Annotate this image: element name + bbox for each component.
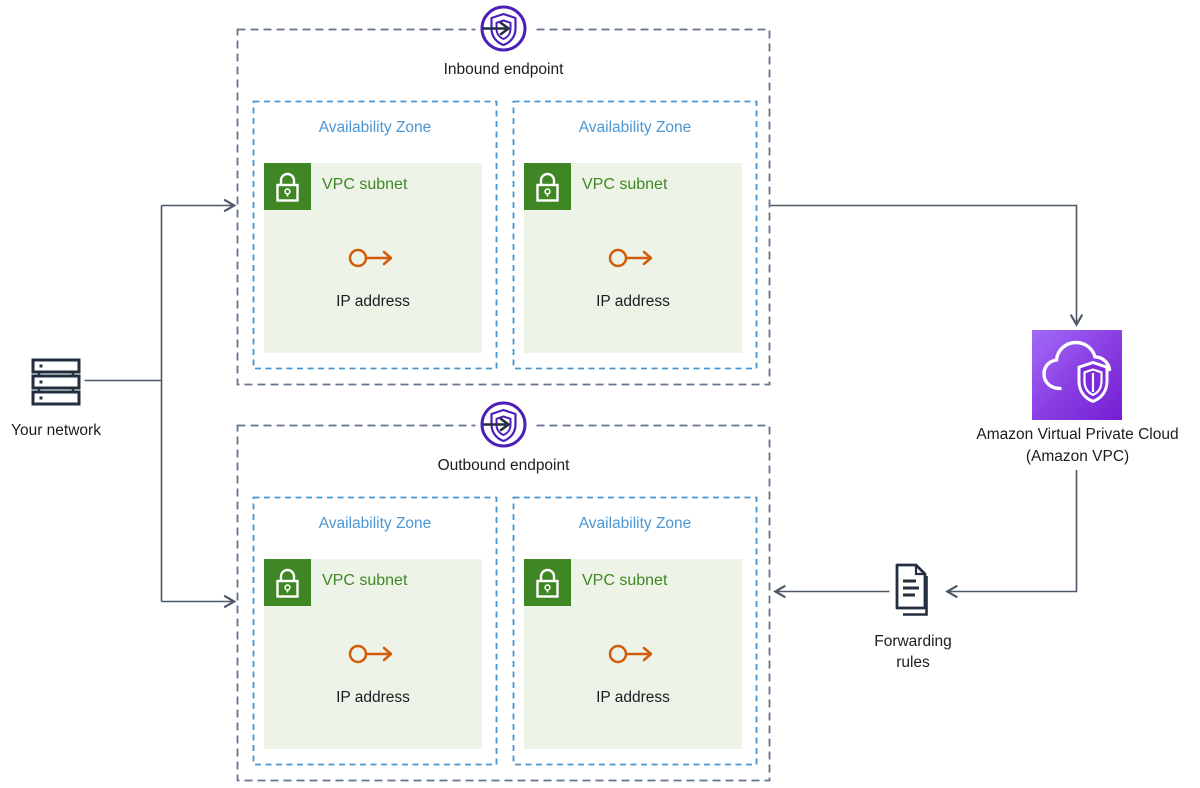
ip-address-label: IP address (596, 689, 670, 706)
vpc-subnet: VPC subnet IP address (524, 163, 742, 353)
ip-address-icon (608, 247, 658, 269)
vpc-subnet: VPC subnet IP address (264, 559, 482, 749)
inbound-endpoint-group: Inbound endpoint Availability Zone VPC s… (237, 0, 770, 385)
ip-address-icon (348, 247, 398, 269)
your-network-server-icon (28, 351, 84, 407)
inbound-az1-border (252, 100, 498, 370)
forwarding-rules-label-line1: Forwarding (874, 633, 952, 650)
your-network-label: Your network (11, 422, 101, 439)
connector-vpc-to-forwarding-arrow (945, 470, 1078, 599)
availability-zone-label: Availability Zone (578, 515, 692, 532)
forwarding-rules-label: Forwarding rules (863, 631, 963, 673)
subnet-lock-icon (264, 559, 311, 606)
forwarding-rules-document-icon (889, 560, 935, 622)
ip-address-label: IP address (336, 293, 410, 310)
ip-address-icon (348, 643, 398, 665)
amazon-vpc-label: Amazon Virtual Private Cloud (Amazon VPC… (955, 424, 1200, 468)
availability-zone-label: Availability Zone (318, 515, 432, 532)
vpc-subnet: VPC subnet IP address (524, 559, 742, 749)
vpc-subnet-label: VPC subnet (582, 176, 668, 193)
outbound-az2-border (512, 496, 758, 766)
outbound-endpoint-label: Outbound endpoint (437, 457, 570, 474)
subnet-lock-icon (524, 163, 571, 210)
connector-inbound-to-vpc-arrow (770, 204, 1084, 327)
vpc-subnet-label: VPC subnet (322, 176, 408, 193)
subnet-lock-icon (264, 163, 311, 210)
amazon-vpc-icon (1032, 330, 1122, 420)
subnet-lock-icon (524, 559, 571, 606)
availability-zone: Availability Zone VPC subnet (513, 101, 757, 369)
vpc-subnet: VPC subnet IP address (264, 163, 482, 353)
availability-zone: Availability Zone VPC subnet (253, 101, 497, 369)
amazon-vpc-label-line2: (Amazon VPC) (1025, 448, 1130, 465)
ip-address-label: IP address (336, 689, 410, 706)
inbound-endpoint-label: Inbound endpoint (443, 61, 564, 78)
forwarding-rules-label-line2: rules (896, 654, 930, 671)
availability-zone-label: Availability Zone (318, 119, 432, 136)
ip-address-icon (608, 643, 658, 665)
outbound-az1-border (252, 496, 498, 766)
inbound-az2-border (512, 100, 758, 370)
availability-zone: Availability Zone VPC subnet (253, 497, 497, 765)
resolver-endpoint-icon (475, 0, 532, 57)
vpc-subnet-label: VPC subnet (322, 572, 408, 589)
resolver-endpoint-icon (475, 396, 532, 453)
availability-zone: Availability Zone VPC subnet (513, 497, 757, 765)
vpc-subnet-label: VPC subnet (582, 572, 668, 589)
amazon-vpc-label-line1: Amazon Virtual Private Cloud (976, 426, 1179, 443)
ip-address-label: IP address (596, 293, 670, 310)
outbound-endpoint-group: Outbound endpoint Availability Zone VPC … (237, 396, 770, 781)
availability-zone-label: Availability Zone (578, 119, 692, 136)
